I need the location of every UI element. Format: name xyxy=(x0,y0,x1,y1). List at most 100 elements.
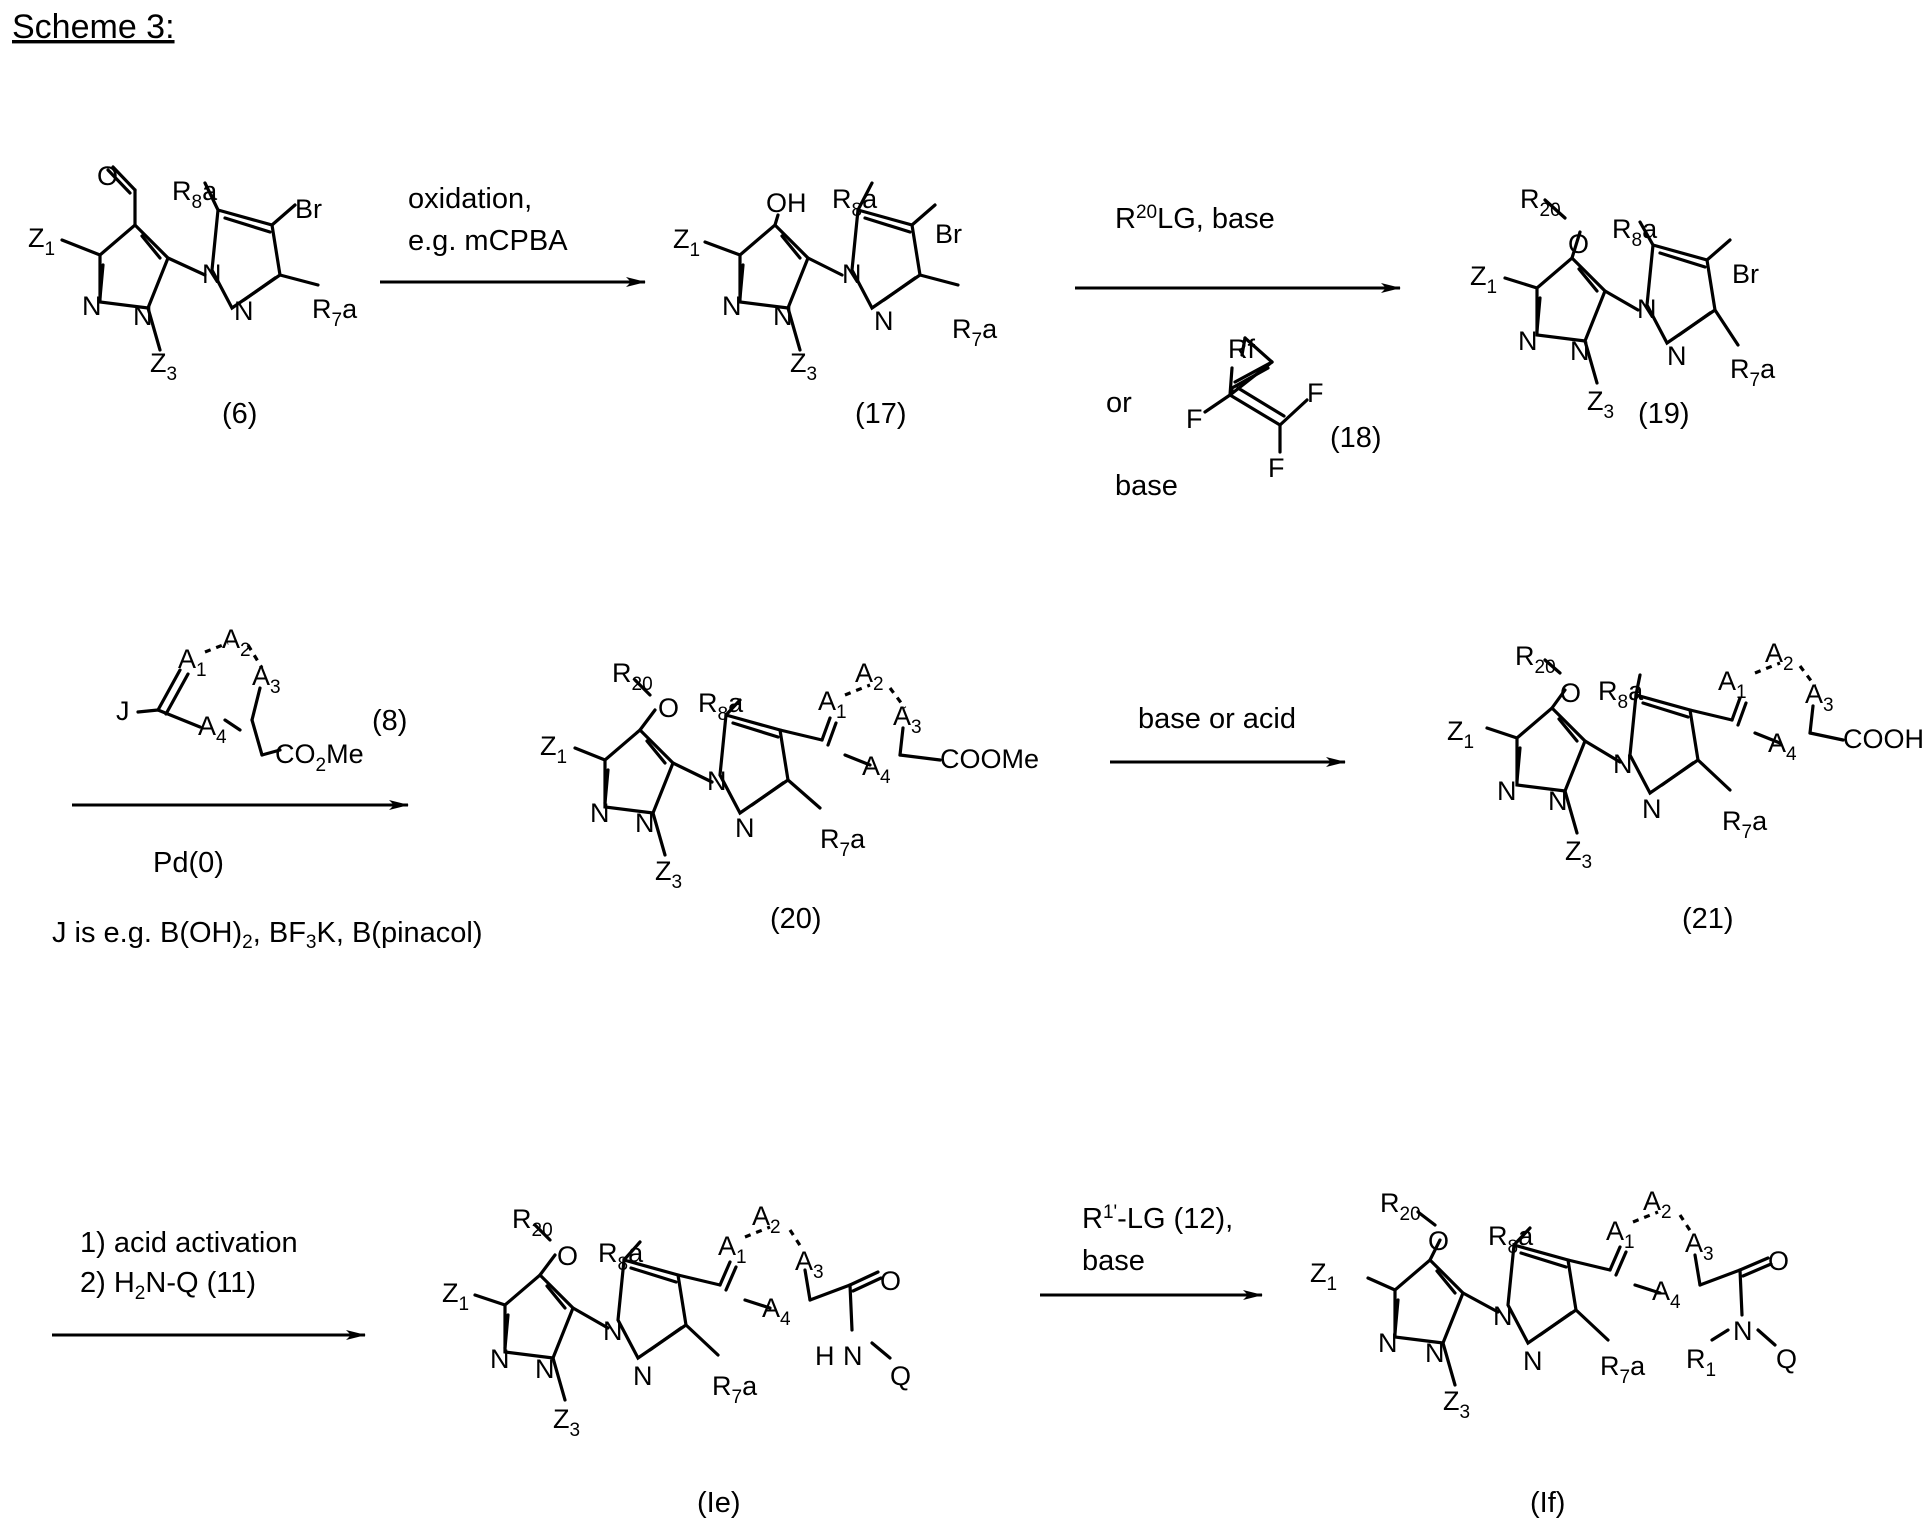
atom-label: O xyxy=(1560,678,1581,708)
atom-label: N xyxy=(735,813,755,843)
atom-label: N xyxy=(842,259,862,289)
atom-label: N xyxy=(1425,1338,1445,1368)
atom-label: A4 xyxy=(762,1293,791,1330)
atom-label: A1 xyxy=(1718,666,1747,703)
compound-label-18: (18) xyxy=(1330,422,1382,454)
atom-label: N xyxy=(490,1344,510,1374)
atom-label: N xyxy=(722,291,742,321)
atom-label: Br xyxy=(295,194,322,224)
atom-label: N xyxy=(1497,776,1517,806)
step3-note: J is e.g. B(OH)2, BF3K, B(pinacol) xyxy=(52,917,483,953)
step2-reagent: R20LG, base xyxy=(1115,202,1275,235)
atom-label: N xyxy=(843,1341,863,1371)
atom-label: F xyxy=(1268,453,1285,483)
compound-label-6: (6) xyxy=(222,398,257,430)
atom-label: R7a xyxy=(712,1371,758,1408)
atom-label: O xyxy=(557,1241,578,1271)
atom-label: A3 xyxy=(252,661,281,698)
atom-label: N xyxy=(1613,749,1633,779)
atom-label: Q xyxy=(890,1361,911,1391)
atom-label: N xyxy=(1637,294,1657,324)
atom-label: R8a xyxy=(832,184,878,221)
atom-label: N xyxy=(1378,1328,1398,1358)
atom-label: N xyxy=(707,766,727,796)
atom-label: A4 xyxy=(862,751,891,788)
atom-label: F xyxy=(1307,378,1324,408)
atom-label: COOH xyxy=(1843,724,1924,754)
atom-label: N xyxy=(633,1361,653,1391)
atom-label: A1 xyxy=(178,644,207,681)
compound-label-17: (17) xyxy=(855,398,907,430)
atom-label: OH xyxy=(766,188,807,218)
atom-label: R7a xyxy=(1722,806,1768,843)
atom-label: N xyxy=(82,291,102,321)
atom-label: N xyxy=(1523,1346,1543,1376)
atom-label: A3 xyxy=(1805,679,1834,716)
atom-label: A1 xyxy=(718,1231,747,1268)
compound-label-if: (If) xyxy=(1530,1487,1565,1519)
atom-label: N xyxy=(1570,336,1590,366)
atom-label: Z1 xyxy=(28,223,55,260)
atom-label: Z3 xyxy=(1565,836,1592,873)
atom-label: Z1 xyxy=(540,731,567,768)
atom-label: N xyxy=(1733,1316,1753,1346)
atom-label: A2 xyxy=(222,624,251,661)
atom-label: Br xyxy=(935,219,962,249)
atom-label: R8a xyxy=(1598,676,1644,713)
step1-condition-line1: oxidation, xyxy=(408,183,532,215)
atom-label: Z1 xyxy=(1470,261,1497,298)
atom-label: N xyxy=(773,301,793,331)
atom-label: A3 xyxy=(893,701,922,738)
atom-label: N xyxy=(1667,341,1687,371)
atom-label: O xyxy=(1768,1246,1789,1276)
scheme-title: Scheme 3: xyxy=(12,8,175,46)
atom-label: N xyxy=(603,1316,623,1346)
compound-label-19: (19) xyxy=(1638,398,1690,430)
atom-label: Rf xyxy=(1228,334,1255,364)
step5-condition-line2: 2) H2N-Q (11) xyxy=(80,1267,256,1304)
atom-label: R1 xyxy=(1686,1344,1716,1381)
step2-or: or xyxy=(1106,387,1132,419)
atom-label: R20 xyxy=(512,1204,553,1241)
atom-label: H xyxy=(815,1341,835,1371)
atom-label: N xyxy=(1548,786,1568,816)
atom-label: N xyxy=(202,259,222,289)
compound-label-20: (20) xyxy=(770,903,822,935)
atom-label: N xyxy=(1642,794,1662,824)
step6-condition-line2: base xyxy=(1082,1245,1145,1277)
atom-label: A2 xyxy=(1765,638,1794,675)
step2-base: base xyxy=(1115,470,1178,502)
atom-label: N xyxy=(234,296,254,326)
step4-condition: base or acid xyxy=(1138,703,1296,735)
atom-label: A3 xyxy=(1685,1228,1714,1265)
atom-label: Q xyxy=(1776,1344,1797,1374)
atom-label: Z1 xyxy=(1447,716,1474,753)
atom-label: O xyxy=(1568,229,1589,259)
atom-label: N xyxy=(1518,326,1538,356)
atom-label: R20 xyxy=(1380,1188,1421,1225)
atom-label: N xyxy=(874,306,894,336)
step1-condition-line2: e.g. mCPBA xyxy=(408,225,568,257)
atom-label: J xyxy=(116,696,130,726)
atom-label: N xyxy=(133,301,153,331)
atom-label: O xyxy=(97,161,118,191)
step3-catalyst: Pd(0) xyxy=(153,847,224,879)
atom-label: O xyxy=(1428,1226,1449,1256)
atom-label: A4 xyxy=(1652,1276,1681,1313)
atom-label: Z1 xyxy=(673,224,700,261)
atom-label: Z3 xyxy=(1443,1386,1470,1423)
atom-label: A3 xyxy=(795,1246,824,1283)
atom-label: Z3 xyxy=(655,856,682,893)
atom-label: Br xyxy=(1732,259,1759,289)
atom-label: Z3 xyxy=(553,1404,580,1441)
atom-label: N xyxy=(535,1354,555,1384)
atom-label: Z3 xyxy=(1587,386,1614,423)
compound-label-ie: (Ie) xyxy=(697,1487,741,1519)
atom-label: Z1 xyxy=(1310,1258,1337,1295)
atom-label: Z1 xyxy=(442,1278,469,1315)
atom-label: CO2Me xyxy=(275,739,364,776)
atom-label: R8a xyxy=(1488,1221,1534,1258)
atom-label: N xyxy=(635,808,655,838)
atom-label: Z3 xyxy=(790,348,817,385)
